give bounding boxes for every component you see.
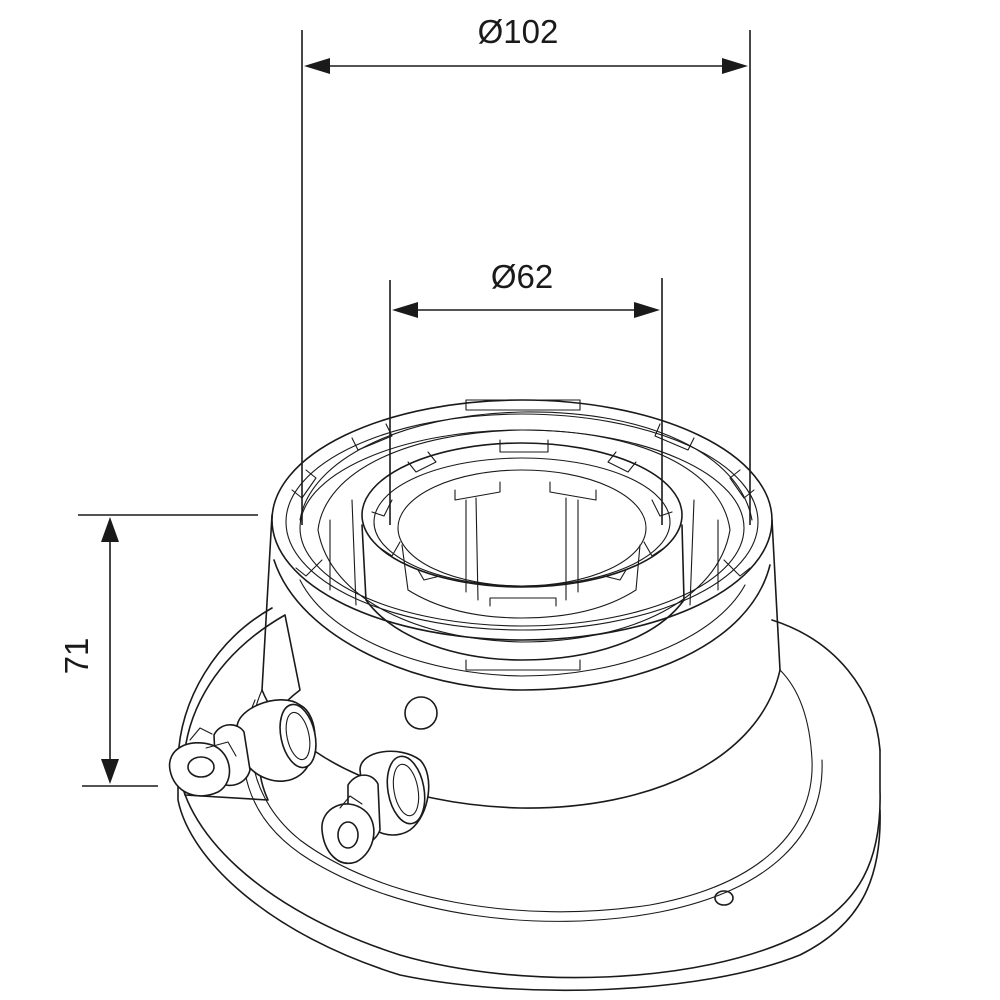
main-body [261,399,781,809]
arrow-left [392,302,418,318]
test-port-right [321,750,430,865]
height-label: 71 [58,638,95,675]
outer-teeth-ring [291,399,755,671]
arrow-top [101,517,119,542]
outer-diameter-label: Ø102 [478,13,559,50]
screw-hole [714,890,734,906]
side-hole [404,696,438,730]
arrow-right [634,302,660,318]
inner-diameter-label: Ø62 [491,258,553,295]
arrow-right [722,58,748,74]
test-port-left [168,699,317,797]
arrow-left [304,58,330,74]
inner-spigot [361,439,685,661]
dimension-height: 71 [58,514,258,787]
dimension-inner-diameter: Ø62 [389,258,663,525]
base-flange [177,607,881,992]
dimension-outer-diameter: Ø102 [301,13,751,525]
arrow-bottom [101,759,119,784]
